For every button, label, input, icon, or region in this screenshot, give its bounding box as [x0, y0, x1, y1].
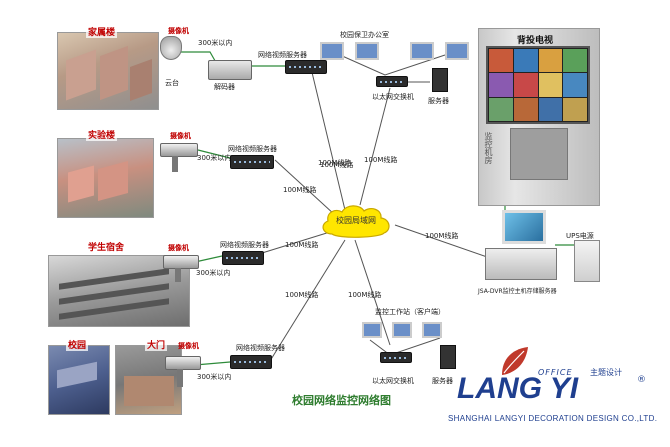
client-link-label: 100M线路	[348, 291, 382, 299]
student-server-label: 网络视频服务器	[220, 241, 269, 249]
dorm-photo	[57, 32, 159, 110]
lab-photo	[57, 138, 154, 218]
gate-title: 大门	[145, 338, 168, 351]
line-office-switch-pcs	[339, 54, 446, 76]
gate-camera-label: 摄像机	[178, 342, 199, 350]
rear-projection-tv-title: 背投电视	[517, 36, 554, 46]
office-switch-icon	[376, 76, 408, 87]
ups-label: UPS电源	[566, 232, 594, 240]
gate-video-server-icon	[230, 355, 272, 369]
office-link-a-label: 100M线路	[320, 161, 354, 169]
dorm-decoder-label: 解码器	[214, 83, 235, 91]
office-server-label: 服务器	[428, 97, 449, 105]
gate-distance-label: 300米以内	[197, 373, 232, 381]
student-link-label: 100M线路	[285, 241, 319, 249]
camera-mount-icon	[175, 268, 181, 282]
client-server-icon	[440, 345, 456, 369]
camera-mount-icon	[172, 156, 178, 172]
office-pc-icon	[445, 42, 469, 60]
monitor-icon	[502, 210, 546, 244]
client-switch-icon	[380, 352, 412, 363]
bullet-camera-icon	[163, 255, 199, 269]
dvr-host-label: JSA-DVR监控主机存储服务器	[478, 288, 557, 295]
bullet-camera-icon	[160, 143, 198, 157]
student-distance-label: 300米以内	[196, 269, 231, 277]
campus-title: 校园	[66, 338, 89, 351]
client-pc-icon	[392, 322, 412, 338]
line-student-cloud	[261, 231, 331, 254]
lan-cloud-icon	[322, 205, 390, 238]
office-pc-icon	[410, 42, 434, 60]
line-dorm-cloud	[309, 63, 346, 211]
host-link-label: 100M线路	[425, 232, 459, 240]
dorm-video-server-icon	[285, 60, 327, 74]
line-lab-camera-server	[197, 149, 231, 159]
office-server-icon	[432, 68, 448, 92]
client-title: 监控工作站（客户端）	[375, 308, 445, 316]
bullet-camera-icon	[165, 356, 201, 370]
dvr-host-icon	[485, 248, 557, 280]
diagram-title: 校园网络监控网络图	[292, 394, 391, 407]
client-pc-icon	[362, 322, 382, 338]
client-server-label: 服务器	[432, 377, 453, 385]
client-pc-icon	[422, 322, 442, 338]
lab-distance-label: 300米以内	[197, 154, 232, 162]
logo-brand-text: LANG YI	[457, 372, 579, 405]
logo-office-text: OFFICE	[538, 368, 573, 377]
logo-design-text: 主题设计	[590, 368, 622, 377]
office-title: 校园保卫办公室	[340, 31, 389, 39]
line-host-cloud	[394, 224, 491, 259]
video-wall-screen	[486, 46, 590, 124]
student-title: 学生宿舍	[86, 240, 127, 253]
client-switch-label: 以太网交换机	[372, 377, 414, 385]
student-camera-label: 摄像机	[168, 244, 189, 252]
gate-server-label: 网络视频服务器	[236, 344, 285, 352]
ups-icon	[574, 240, 600, 282]
office-link-b-label: 100M线路	[364, 156, 398, 164]
campus-photo	[48, 345, 110, 415]
lab-server-label: 网络视频服务器	[228, 145, 277, 153]
office-pc-icon	[320, 42, 344, 60]
office-pc-icon	[355, 42, 379, 60]
lab-link-label: 100M线路	[283, 186, 317, 194]
decoder-icon	[208, 60, 252, 80]
dorm-link-label: 100M线路	[318, 159, 352, 167]
student-video-server-icon	[222, 251, 264, 265]
camera-mount-icon	[177, 369, 183, 387]
leaf-logo-icon	[502, 347, 528, 375]
dome-camera-icon	[160, 36, 182, 60]
lan-label: 校园局域网	[336, 216, 376, 225]
gate-link-label: 100M线路	[285, 291, 319, 299]
office-switch-label: 以太网交换机	[372, 93, 414, 101]
tv-cabinet	[510, 128, 568, 180]
dorm-server-label: 网络视频服务器	[258, 51, 307, 59]
line-office-cloud	[359, 87, 391, 206]
lab-camera-label: 摄像机	[170, 132, 191, 140]
line-gate-cloud	[269, 239, 346, 362]
lab-video-server-icon	[230, 155, 274, 169]
logo-registered-mark: ®	[637, 375, 646, 385]
gate-photo	[115, 345, 182, 415]
dorm-distance-label: 300米以内	[198, 39, 233, 47]
line-student-camera-server	[194, 255, 223, 263]
line-lab-cloud	[274, 159, 336, 216]
logo-company-text: SHANGHAI LANGYI DECORATION DESIGN CO.,LT…	[448, 414, 658, 423]
dorm-camera-label: 摄像机	[168, 27, 189, 35]
dorm-title: 家属楼	[86, 25, 118, 38]
dorm-pan-tilt-label: 云台	[165, 79, 179, 87]
lab-title: 实验楼	[86, 128, 118, 141]
line-client-cloud	[354, 239, 391, 346]
control-room-vertical-label: 监控机房	[484, 132, 493, 164]
